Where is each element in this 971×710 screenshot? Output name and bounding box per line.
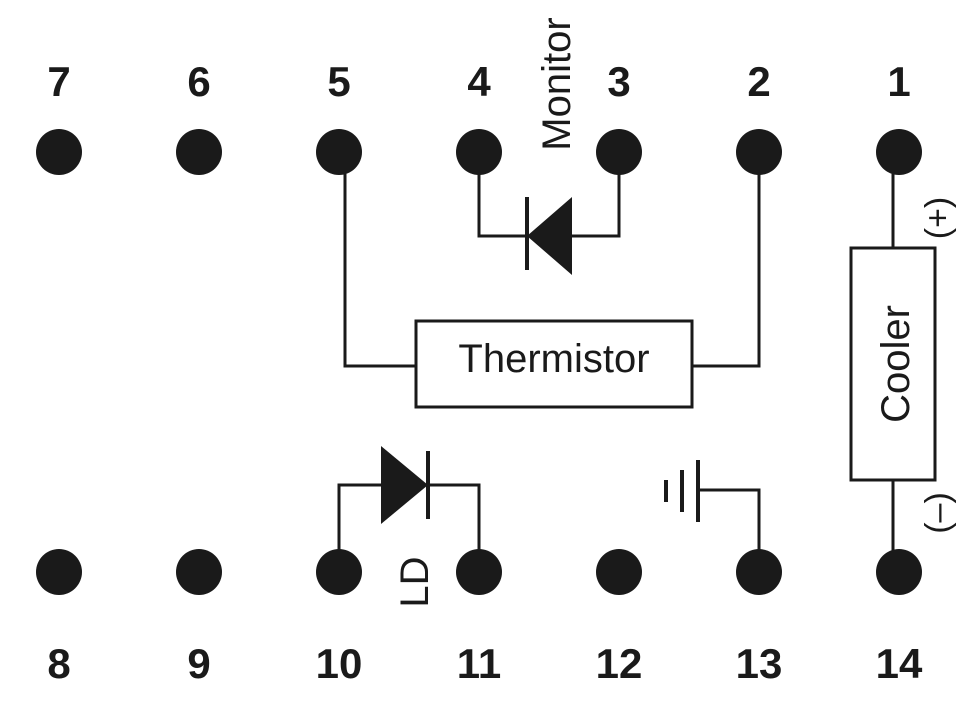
pin-2 (736, 129, 782, 175)
pin-label-2: 2 (747, 58, 770, 105)
pin-label-5: 5 (327, 58, 350, 105)
pin-label-12: 12 (596, 640, 643, 687)
ground-icon (664, 460, 700, 522)
pin-7 (36, 129, 82, 175)
monitor-label: Monitor (535, 17, 579, 150)
minus-polarity-label: (–) (919, 492, 957, 534)
wire-ground-pin13 (698, 488, 761, 572)
pin-5 (316, 129, 362, 175)
pin-9 (176, 549, 222, 595)
cooler-label: Cooler (874, 305, 918, 423)
pin-label-8: 8 (47, 640, 70, 687)
wire-ld-pin11 (428, 483, 481, 572)
pin-12 (596, 549, 642, 595)
pin-label-7: 7 (47, 58, 70, 105)
pin-label-1: 1 (887, 58, 910, 105)
wire-thermistor-pin2 (692, 152, 761, 368)
pin-label-13: 13 (736, 640, 783, 687)
pin-label-9: 9 (187, 640, 210, 687)
wire-monitor-pin3 (572, 152, 621, 238)
laser-diode-icon (381, 446, 428, 524)
pin-label-4: 4 (467, 58, 491, 105)
pin-label-6: 6 (187, 58, 210, 105)
pin-label-11: 11 (457, 640, 501, 687)
pin-1 (876, 129, 922, 175)
wire-pin5-thermistor (343, 152, 416, 368)
thermistor-label: Thermistor (458, 337, 649, 381)
pin-label-3: 3 (607, 58, 630, 105)
plus-polarity-label: (+) (919, 197, 957, 240)
pin-10 (316, 549, 362, 595)
wire-pin4-monitor (477, 152, 527, 238)
pin-label-14: 14 (876, 640, 923, 687)
pin-6 (176, 129, 222, 175)
wire-pin10-ld (337, 483, 381, 572)
pin-11 (456, 549, 502, 595)
monitor-diode-icon (527, 197, 572, 275)
pin-3 (596, 129, 642, 175)
pin-13 (736, 549, 782, 595)
pin-14 (876, 549, 922, 595)
pin-label-10: 10 (316, 640, 363, 687)
ld-label: LD (393, 556, 437, 607)
thermistor-box (414, 319, 694, 409)
cooler-box (849, 246, 937, 482)
pin-4 (456, 129, 502, 175)
pin-8 (36, 549, 82, 595)
